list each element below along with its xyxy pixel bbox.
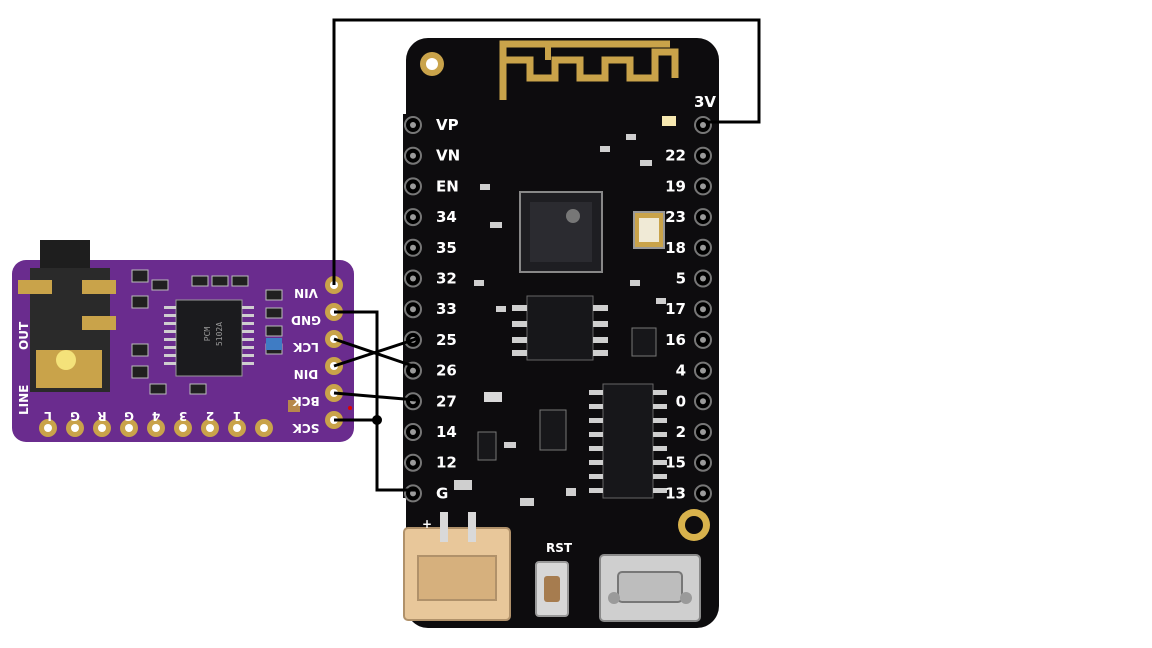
board-pin-label-en: EN <box>436 177 459 195</box>
dac-bottom-label-4: 4 <box>152 409 160 423</box>
audio-jack-barrel <box>40 240 90 270</box>
dac-chip-text-1: PCM <box>203 327 212 342</box>
dac-bottom-label-1: G <box>70 409 80 423</box>
board-pin-label-4: 4 <box>676 362 686 380</box>
board-pin-label-2: 2 <box>676 423 686 441</box>
wire-junction <box>372 415 382 425</box>
dac-chip <box>175 299 243 377</box>
esp32-board: VP VN EN 34 35 32 33 25 26 27 14 12G 3V 22 19 23 18 5 17 16… <box>403 38 719 628</box>
battery-plus-label: + <box>422 517 432 531</box>
power-led <box>662 116 676 126</box>
jack-label-out: OUT <box>17 321 31 350</box>
micro-usb-port <box>599 554 701 622</box>
board-pin-label-25: 25 <box>436 331 457 349</box>
wire-bck-to-27 <box>333 391 417 402</box>
dac-pin-label-lck: LCK <box>292 340 318 354</box>
board-pin-label-35: 35 <box>436 239 457 257</box>
board-pin-label-17: 17 <box>665 300 686 318</box>
board-pin-label-g: G <box>436 484 448 502</box>
board-pin-label-vp: VP <box>436 116 459 134</box>
reset-label: RST <box>546 541 573 555</box>
board-pin-label-15: 15 <box>665 454 686 472</box>
dac-module: PCM 5102A VIN GND LCK DIN BCK SCK L G R G 4 3 2 1 LIN… <box>12 240 354 442</box>
board-pin-label-26: 26 <box>436 362 457 380</box>
board-pin-label-12: 12 <box>436 454 457 472</box>
pcb-antenna <box>499 40 679 100</box>
dac-pin-label-vin: VIN <box>294 286 318 300</box>
dac-bottom-label-2: R <box>97 409 106 423</box>
dac-pin-label-din: DIN <box>294 367 318 381</box>
dac-bottom-label-3: G <box>124 409 134 423</box>
reset-button[interactable] <box>535 561 569 617</box>
board-pin-label-16: 16 <box>665 331 686 349</box>
dac-pin-label-sck: SCK <box>292 421 319 435</box>
dac-chip-text-2: 5102A <box>215 322 224 346</box>
flash-chip <box>526 295 594 361</box>
board-pin-label-vn: VN <box>436 147 460 165</box>
dac-pin-label-gnd: GND <box>291 313 321 327</box>
usb-uart-chip <box>602 383 654 499</box>
dac-bottom-label-5: 3 <box>179 409 187 423</box>
board-pin-label-27: 27 <box>436 392 457 410</box>
wire-vin-to-3v <box>332 18 761 285</box>
wire-din-to-26 <box>333 337 417 368</box>
board-pin-label-0: 0 <box>676 392 686 410</box>
dac-bottom-label-7: 1 <box>233 409 241 423</box>
status-led <box>484 392 502 402</box>
board-pin-label-5: 5 <box>676 270 686 288</box>
board-pin-label-22: 22 <box>665 147 686 165</box>
dac-bottom-label-6: 2 <box>206 409 214 423</box>
jack-label-line: LINE <box>17 385 31 415</box>
dac-pin-label-bck: BCK <box>292 394 320 408</box>
wires <box>332 18 761 492</box>
board-pin-label-23: 23 <box>665 208 686 226</box>
dac-resistor-blue <box>266 338 282 350</box>
board-pin-label-18: 18 <box>665 239 686 257</box>
board-pin-label-13: 13 <box>665 484 686 502</box>
board-pin-label-32: 32 <box>436 270 457 288</box>
board-pin-label-34: 34 <box>436 208 457 226</box>
board-pin-label-19: 19 <box>665 177 686 195</box>
board-pin-label-3v: 3V <box>694 93 716 111</box>
board-pin-label-33: 33 <box>436 300 457 318</box>
board-pin-label-14: 14 <box>436 423 457 441</box>
battery-connector <box>403 512 511 621</box>
wire-gnd-to-g <box>334 310 416 492</box>
dac-bottom-label-0: L <box>44 409 52 423</box>
